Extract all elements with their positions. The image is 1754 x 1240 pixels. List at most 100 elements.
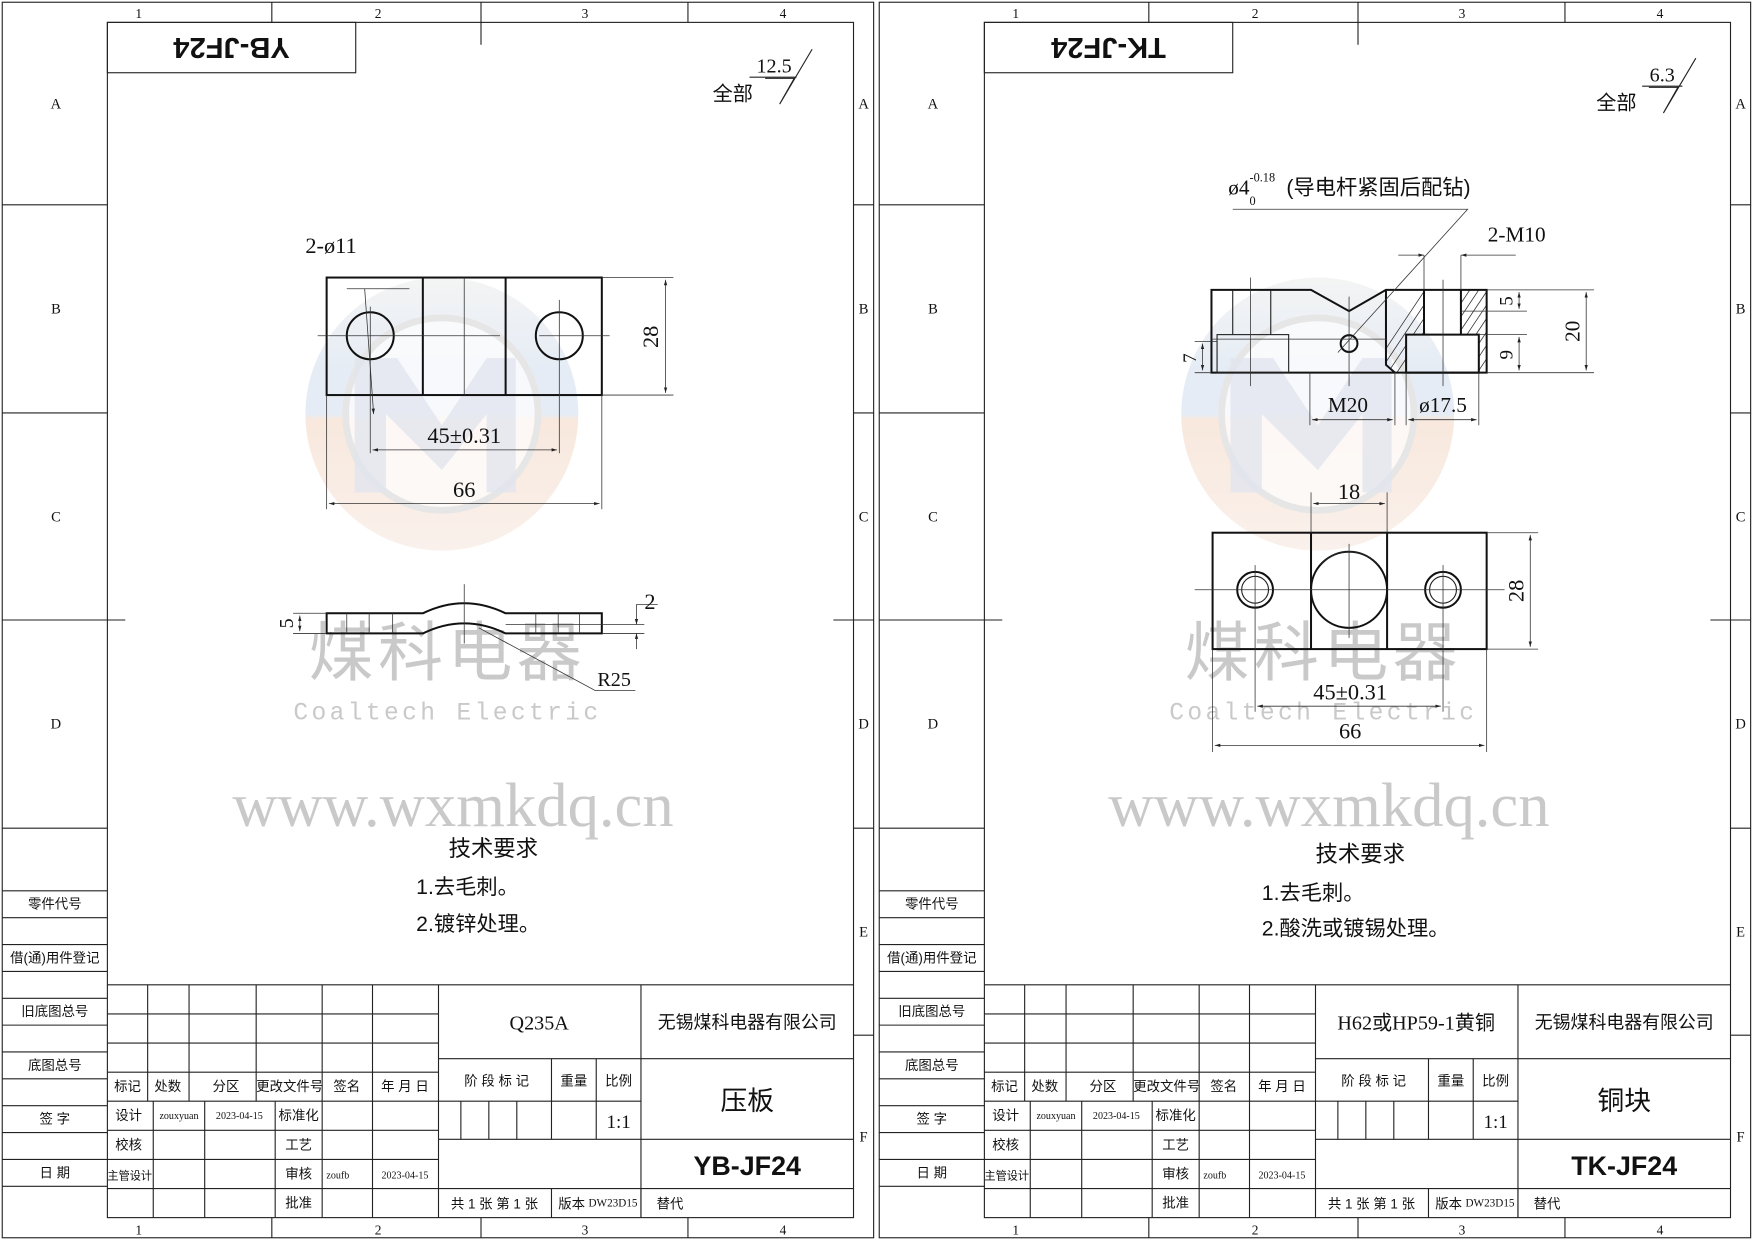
watermark-logo xyxy=(1181,277,1455,551)
side-table-label: 零件代号 xyxy=(905,897,959,912)
label-sign: 签名 xyxy=(333,1078,360,1094)
dim-length: 66 xyxy=(453,477,475,502)
side-table-label: 旧底图总号 xyxy=(898,1004,965,1019)
tech-req-item: 1.去毛刺。 xyxy=(416,875,519,899)
label-mark: 标记 xyxy=(114,1079,141,1094)
label-check: 校核 xyxy=(115,1136,142,1152)
tab-code-inverted: YB-JF24 xyxy=(173,31,290,63)
roughness-scope: 全部 xyxy=(1596,92,1636,115)
top-view-block xyxy=(1194,492,1539,753)
scale-value: 1:1 xyxy=(606,1112,630,1133)
label-approve: 批准 xyxy=(285,1196,312,1211)
ruler-row-left: B xyxy=(51,301,61,317)
roughness-scope: 全部 xyxy=(713,83,753,106)
design-date: 2023-04-15 xyxy=(216,1111,263,1122)
label-replace: 替代 xyxy=(1534,1197,1561,1212)
ruler-col-top: 3 xyxy=(582,6,589,21)
ruler-col-bottom: 3 xyxy=(1459,1222,1466,1237)
ruler-row-right: D xyxy=(858,717,868,733)
ruler-row-left: A xyxy=(928,97,939,113)
reviewer-name: zoufb xyxy=(1203,1170,1226,1181)
watermark-logo xyxy=(305,277,579,551)
dim-h7: 7 xyxy=(1180,353,1201,363)
ruler-col-bottom: 2 xyxy=(1252,1222,1259,1237)
dim-holes: 2-ø11 xyxy=(305,233,356,258)
title-block xyxy=(984,984,1731,1218)
review-date: 2023-04-15 xyxy=(1259,1170,1306,1181)
dim-pitch: 45±0.31 xyxy=(1313,679,1387,704)
ruler-row-right: E xyxy=(1736,925,1745,941)
label-change-doc: 更改文件号 xyxy=(256,1079,323,1094)
label-count: 处数 xyxy=(1031,1079,1058,1094)
ruler-row-right: A xyxy=(858,97,869,113)
label-scale: 比例 xyxy=(1482,1074,1509,1089)
side-table-label: 日 期 xyxy=(917,1165,948,1180)
dim-bore: ø17.5 xyxy=(1419,393,1467,417)
label-standard: 标准化 xyxy=(279,1108,319,1123)
ruler-row-left: A xyxy=(51,97,62,113)
label-scale: 比例 xyxy=(605,1074,632,1089)
tech-req-item: 2.镀锌处理。 xyxy=(416,912,540,936)
sheet-count: 共 1 张 第 1 张 xyxy=(451,1196,539,1212)
watermark-url: www.wxmkdq.cn xyxy=(1108,770,1549,840)
dim-radius: R25 xyxy=(597,669,631,691)
ruler-col-bottom: 4 xyxy=(780,1222,787,1237)
side-table-label: 零件代号 xyxy=(28,897,82,912)
label-date: 年 月 日 xyxy=(1258,1079,1306,1094)
ruler-row-right: E xyxy=(859,925,868,941)
dim-height20: 20 xyxy=(1560,321,1584,342)
side-table-label: 底图总号 xyxy=(28,1058,82,1073)
label-design: 设计 xyxy=(115,1108,142,1123)
label-chief: 主管设计 xyxy=(984,1169,1029,1183)
label-approve: 批准 xyxy=(1162,1196,1189,1211)
ruler-row-right: C xyxy=(1736,510,1746,526)
ruler-row-right: B xyxy=(859,301,869,317)
label-weight: 重量 xyxy=(560,1074,587,1089)
side-table-label: 旧底图总号 xyxy=(21,1004,88,1019)
part-code: TK-JF24 xyxy=(1571,1151,1677,1181)
label-review: 审核 xyxy=(285,1166,312,1181)
label-process: 工艺 xyxy=(285,1137,312,1152)
dim-length: 66 xyxy=(1339,719,1361,744)
ruler-col-top: 1 xyxy=(1012,6,1019,21)
label-mark: 标记 xyxy=(991,1079,1018,1094)
dim-thickness: 5 xyxy=(276,618,298,628)
side-view-plate xyxy=(293,584,658,691)
side-table-label: 借(通)用件登记 xyxy=(10,950,99,965)
tab-code-inverted: TK-JF24 xyxy=(1050,31,1166,63)
designer-name: zouxyuan xyxy=(1036,1111,1075,1122)
ruler-col-top: 4 xyxy=(1657,6,1664,21)
design-date: 2023-04-15 xyxy=(1093,1111,1140,1122)
ruler-row-left: D xyxy=(928,717,938,733)
ruler-col-bottom: 1 xyxy=(1012,1222,1019,1237)
label-date: 年 月 日 xyxy=(381,1079,429,1094)
dim-height28: 28 xyxy=(1504,580,1529,602)
side-table-label: 签 字 xyxy=(917,1111,948,1127)
ruler-col-bottom: 4 xyxy=(1657,1222,1664,1237)
ruler-col-bottom: 3 xyxy=(582,1222,589,1237)
part-name: 铜块 xyxy=(1597,1086,1651,1116)
company-name: 无锡煤科电器有限公司 xyxy=(1535,1012,1714,1032)
label-chief: 主管设计 xyxy=(107,1169,152,1183)
ruler-row-right: D xyxy=(1735,717,1745,733)
dim-depth5: 5 xyxy=(1496,296,1517,306)
label-version: 版本 xyxy=(558,1197,585,1212)
version-value: DW23D15 xyxy=(1465,1197,1514,1209)
tech-req-item: 1.去毛刺。 xyxy=(1262,881,1365,905)
ruler-col-top: 1 xyxy=(135,6,142,21)
side-table-label: 底图总号 xyxy=(905,1058,959,1073)
label-standard: 标准化 xyxy=(1156,1108,1196,1123)
side-table-label: 日 期 xyxy=(40,1165,71,1180)
roughness-value: 12.5 xyxy=(756,56,791,78)
designer-name: zouxyuan xyxy=(159,1111,198,1122)
side-table-label: 签 字 xyxy=(40,1111,71,1127)
tech-req-item: 2.酸洗或镀锡处理。 xyxy=(1262,917,1450,941)
ruler-col-top: 3 xyxy=(1459,6,1466,21)
section-view-block xyxy=(1194,208,1595,426)
dim-depth9: 9 xyxy=(1496,350,1517,360)
dim-pitch: 45±0.31 xyxy=(427,423,501,448)
version-value: DW23D15 xyxy=(588,1197,637,1209)
label-design: 设计 xyxy=(992,1108,1019,1123)
review-date: 2023-04-15 xyxy=(382,1170,429,1181)
